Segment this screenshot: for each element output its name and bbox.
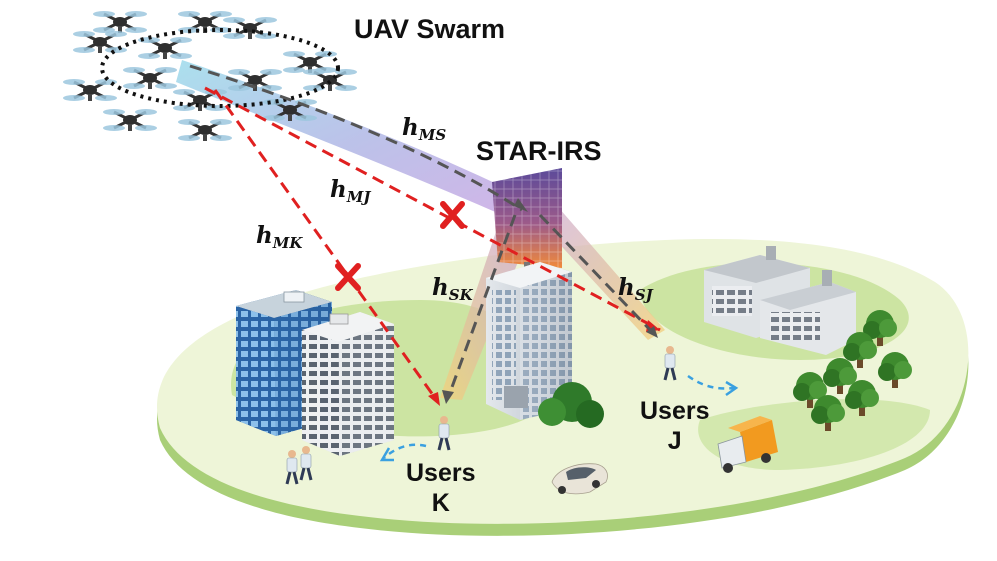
channel-label-mk: hMK <box>256 222 303 252</box>
block-marker-mk <box>335 263 361 291</box>
star-irs-panel <box>492 168 562 276</box>
blocked-link-mk <box>213 89 440 406</box>
users-j-label: Users J <box>640 396 710 456</box>
reflected-link-sj <box>538 213 658 338</box>
users-k-line1: Users <box>406 459 476 487</box>
users-j-line1: Users <box>640 397 710 425</box>
uav-swarm <box>61 9 359 143</box>
office-tower <box>486 262 572 420</box>
channel-label-ms: hMS <box>402 114 447 144</box>
users-j-line2: J <box>667 427 682 455</box>
delivery-truck <box>717 416 778 473</box>
car <box>551 463 608 495</box>
channel-label-sk: hSK <box>432 274 473 304</box>
reflected-link-sk <box>442 214 517 404</box>
uav-swarm-label: UAV Swarm <box>354 14 506 44</box>
channel-label-mj: hMJ <box>330 176 371 206</box>
channel-label-sj: hSJ <box>618 274 653 304</box>
gray-office-building <box>302 312 394 456</box>
star-irs-label: STAR-IRS <box>476 136 602 166</box>
users-k-line2: K <box>431 489 450 517</box>
user-motion-arrows <box>379 374 739 462</box>
bush <box>538 382 604 428</box>
users-k-label: Users K <box>406 458 476 518</box>
factory-buildings <box>704 246 856 355</box>
block-marker-mj <box>440 201 465 229</box>
reflected-link-ms <box>189 64 528 212</box>
